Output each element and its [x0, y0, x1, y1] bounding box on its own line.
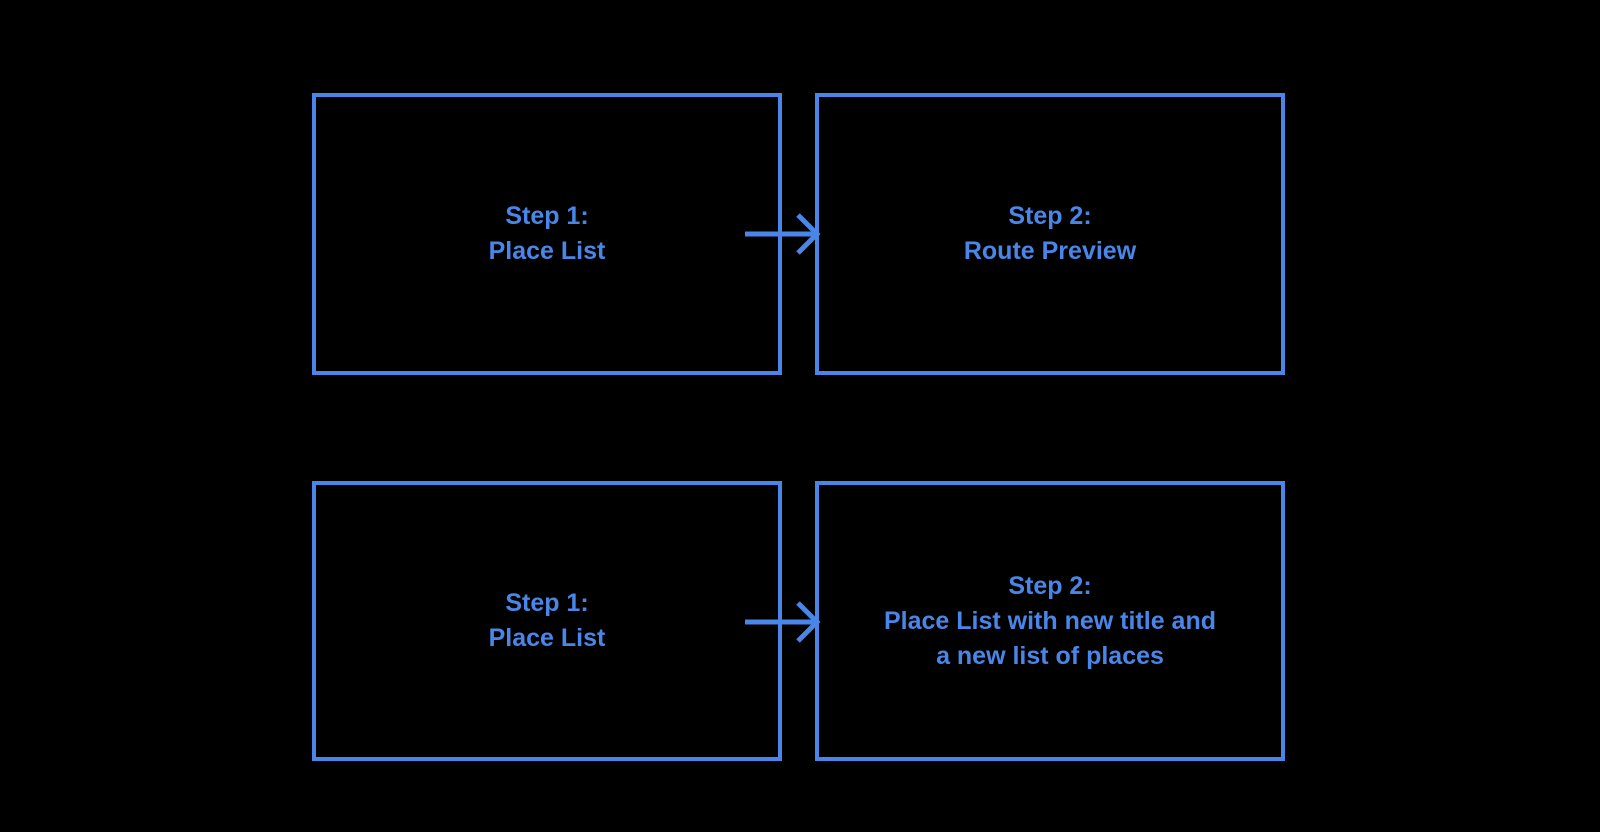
flow-box-step1-place-list: Step 1: Place List: [312, 93, 782, 375]
box-label-line: Place List with new title and: [883, 606, 1216, 635]
box-label-line: a new list of places: [936, 641, 1164, 670]
flow-box-step2-route-preview: Step 2: Route Preview: [815, 93, 1285, 375]
arrow-right-icon: [745, 213, 821, 255]
box-label-line: Place List: [488, 624, 606, 652]
flow-box-step1-place-list-2: Step 1: Place List: [312, 481, 782, 761]
box-label-line: Step 2:: [1008, 202, 1092, 230]
box-label-line: Step 2:: [1008, 571, 1092, 600]
flow-box-step2-place-list-new: Step 2: Place List with new title and a …: [815, 481, 1285, 761]
box-label-line: Place List: [488, 237, 606, 265]
box-label-line: Step 1:: [505, 202, 589, 230]
box-label-line: Route Preview: [963, 237, 1137, 265]
box-label-line: Step 1:: [505, 589, 589, 617]
arrow-right-icon: [745, 601, 821, 643]
